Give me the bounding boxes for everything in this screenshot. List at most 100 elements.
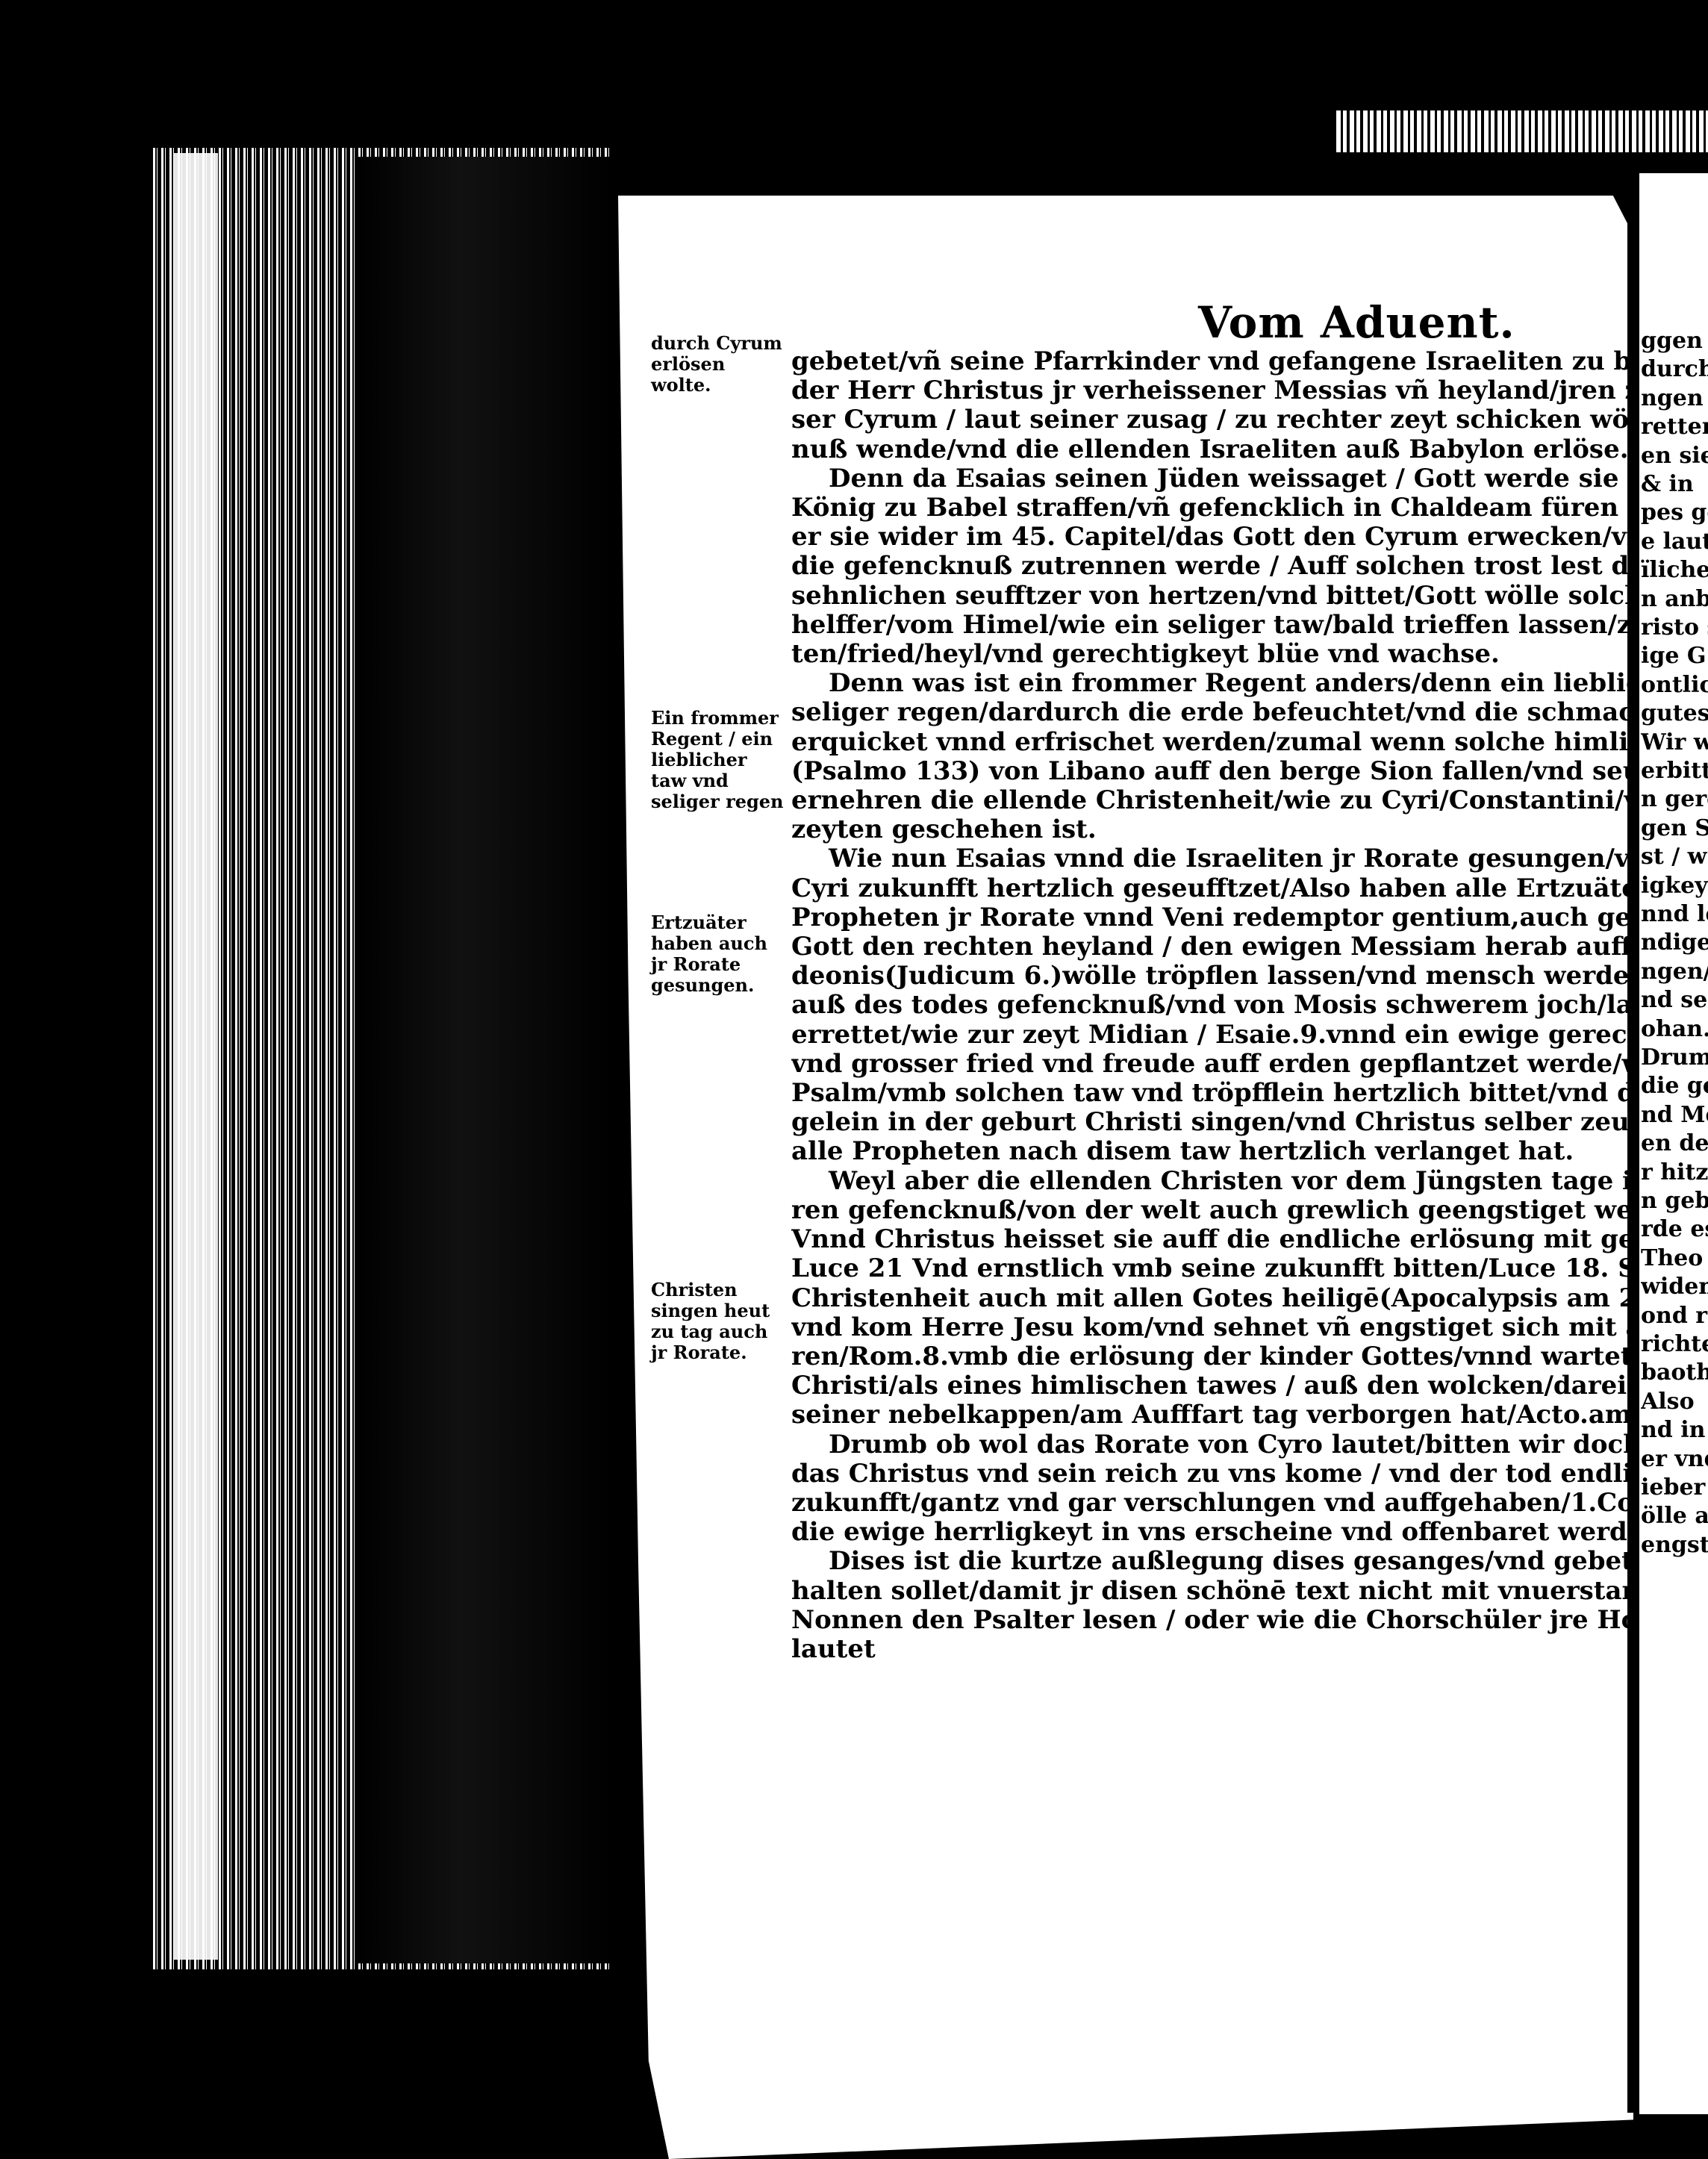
text-line: Christenheit auch mit allen Gotes heilig… — [791, 1283, 1627, 1313]
facing-page-line: nd in de — [1641, 1418, 1708, 1444]
text-line: das Christus vnd sein reich zu vns kome … — [791, 1459, 1627, 1489]
facing-page-line: engstig — [1641, 1532, 1708, 1558]
text-line: gebetet/vñ seine Pfarrkinder vnd gefange… — [791, 347, 1627, 376]
facing-page — [1639, 173, 1708, 2114]
facing-page-line: gen So — [1641, 815, 1708, 841]
text-line: er sie wider im 45. Capitel/das Gott den… — [791, 523, 1627, 552]
text-line: die gefencknuß zutrennen werde / Auff so… — [791, 552, 1627, 582]
facing-page-line: Theo — [1641, 1245, 1704, 1271]
text-line: vnd kom Herre Jesu kom/vnd sehnet vñ eng… — [791, 1312, 1627, 1342]
text-line: zeyten geschehen ist. — [791, 815, 1097, 845]
facing-page-line: n gebe / — [1641, 1188, 1708, 1214]
text-line: ren gefencknuß/von der welt auch grewlic… — [791, 1195, 1627, 1225]
facing-page-line: ngen E — [1641, 385, 1708, 411]
text-line: zukunfft/gantz vnd gar verschlungen vnd … — [791, 1488, 1627, 1518]
facing-page-line: nnd le — [1641, 902, 1708, 927]
facing-page-line: retten l — [1641, 414, 1708, 440]
text-line: ten/fried/heyl/vnd gerechtigkeyt blüe vn… — [791, 640, 1500, 670]
facing-page-line: gutes — [1641, 701, 1708, 727]
facing-page-line: ige G — [1641, 644, 1707, 670]
facing-page-line: Also — [1641, 1389, 1695, 1415]
text-line: erquicket vnnd erfrischet werden/zumal w… — [791, 727, 1627, 757]
facing-page-line: er vnd G — [1641, 1446, 1708, 1472]
facing-page-line: ohan.2. — [1641, 1016, 1708, 1042]
book-inner-shadow — [358, 157, 612, 1963]
text-line: gelein in der geburt Christi singen/vnd … — [791, 1108, 1627, 1138]
facing-page-line: nd sen — [1641, 988, 1708, 1014]
facing-page-line: ggen die — [1641, 328, 1708, 354]
facing-page-line: n anb — [1641, 586, 1708, 612]
text-line: seiner nebelkappen/am Aufffart tag verbo… — [791, 1401, 1627, 1430]
text-line: deonis(Judicum 6.)wölle tröpflen lassen/… — [791, 962, 1627, 991]
text-line: Denn was ist ein frommer Regent anders/d… — [829, 669, 1627, 699]
book-page — [618, 196, 1633, 2159]
text-line: Gott den rechten heyland / den ewigen Me… — [791, 932, 1627, 962]
text-line: Psalm/vmb solchen taw vnd tröpfflein her… — [791, 1079, 1627, 1109]
text-line: Luce 21 Vnd ernstlich vmb seine zukunfft… — [791, 1254, 1627, 1284]
facing-page-line: ölle au — [1641, 1504, 1708, 1530]
book-edge-highlight — [173, 153, 218, 1960]
text-line: der Herr Christus jr verheissener Messia… — [791, 376, 1627, 406]
text-line: auß des todes gefencknuß/vnd von Mosis s… — [791, 991, 1627, 1021]
text-line: Christi/als eines himlischen tawes / auß… — [791, 1371, 1627, 1401]
text-line: nuß wende/vnd die ellenden Israeliten au… — [791, 434, 1627, 464]
facing-page-line: & in — [1641, 472, 1694, 497]
facing-page-line: igkey — [1641, 873, 1708, 899]
text-line: ernehren die ellende Christenheit/wie zu… — [791, 786, 1627, 816]
page-body-text: gebetet/vñ seine Pfarrkinder vnd gefange… — [791, 347, 1627, 1664]
text-line: ren/Rom.8.vmb die erlösung der kinder Go… — [791, 1342, 1627, 1371]
facing-page-line: ond rei — [1641, 1303, 1708, 1329]
text-line: ser Cyrum / laut seiner zusag / zu recht… — [791, 405, 1627, 435]
margin-note-regent: Ein frommer Regent / ein lieblicher taw … — [651, 707, 784, 812]
text-line: Cyri zukunfft hertzlich geseufftzet/Also… — [791, 873, 1627, 903]
book-gutter — [1627, 179, 1641, 2113]
facing-page-line: richten — [1641, 1332, 1708, 1357]
facing-page-line: ngen/b — [1641, 959, 1708, 985]
margin-note-christians: Christen singen heut zu tag auch jr Rora… — [651, 1279, 770, 1363]
text-line: Wie nun Esaias vnnd die Israeliten jr Ro… — [829, 844, 1627, 874]
facing-page-line: r hitz/a — [1641, 1159, 1708, 1186]
text-line: Drumb ob wol das Rorate von Cyro lautet/… — [829, 1430, 1627, 1459]
text-line: die ewige herrligkeyt in vns erscheine v… — [791, 1518, 1627, 1548]
facing-page-line: en sie — [1641, 443, 1708, 469]
facing-page-line: ndige — [1641, 930, 1708, 956]
facing-page-line: e laut — [1641, 529, 1708, 555]
text-line: Denn da Esaias seinen Jüden weissaget / … — [829, 464, 1627, 493]
text-line: Vnnd Christus heisset sie auff die endli… — [791, 1225, 1627, 1255]
facing-page-line: n gerec — [1641, 787, 1708, 813]
facing-page-line: pes ge — [1641, 500, 1708, 526]
facing-page-line: en den f — [1641, 1131, 1708, 1157]
text-line: vnd grosser fried vnd freude auff erden … — [791, 1049, 1627, 1079]
facing-page-line: rde es. — [1641, 1217, 1708, 1243]
text-line: helffer/vom Himel/wie ein seliger taw/ba… — [791, 610, 1627, 640]
text-line: Propheten jr Rorate vnnd Veni redemptor … — [791, 903, 1627, 932]
text-line: Nonnen den Psalter lesen / oder wie die … — [791, 1605, 1627, 1635]
facing-page-line: baoth — [1641, 1360, 1708, 1386]
facing-page-line: ïliche — [1641, 558, 1708, 584]
facing-page-line: ieber Ab — [1641, 1475, 1708, 1501]
text-line: König zu Babel straffen/vñ gefencklich i… — [791, 493, 1627, 523]
text-line: (Psalmo 133) von Libano auff den berge S… — [791, 756, 1627, 786]
facing-page-line: durch a — [1641, 357, 1708, 383]
text-line: errettet/wie zur zeyt Midian / Esaie.9.v… — [791, 1020, 1627, 1050]
text-line: Dises ist die kurtze außlegung dises ges… — [829, 1547, 1627, 1577]
text-line: lautet — [791, 1634, 876, 1664]
facing-page-line: die ge — [1641, 1074, 1708, 1100]
text-line: seliger regen/dardurch die erde befeucht… — [791, 698, 1627, 728]
facing-page-line: nd Mes — [1641, 1102, 1708, 1128]
text-line: Weyl aber die ellenden Christen vor dem … — [829, 1166, 1627, 1196]
next-page-top-strip — [1336, 110, 1708, 152]
text-line: alle Propheten nach disem taw hertzlich … — [791, 1137, 1574, 1167]
facing-page-line: Wir w — [1641, 729, 1708, 756]
page-header: Vom Aduent. — [1198, 297, 1515, 348]
facing-page-line: ontlich — [1641, 672, 1708, 698]
facing-page-line: erbitt — [1641, 758, 1708, 784]
margin-note-patriarchs: Ertzuäter haben auch jr Rorate gesungen. — [651, 912, 767, 996]
text-line: sehnlichen seufftzer von hertzen/vnd bit… — [791, 581, 1627, 611]
facing-page-line: Drum — [1641, 1045, 1708, 1071]
margin-note-cyrus: durch Cyrum erlösen wolte. — [651, 332, 782, 396]
text-line: halten sollet/damit jr disen schönē text… — [791, 1576, 1627, 1606]
facing-page-line: risto se — [1641, 615, 1708, 641]
facing-page-line: widen — [1641, 1274, 1708, 1300]
facing-page-line: st / w — [1641, 844, 1707, 870]
